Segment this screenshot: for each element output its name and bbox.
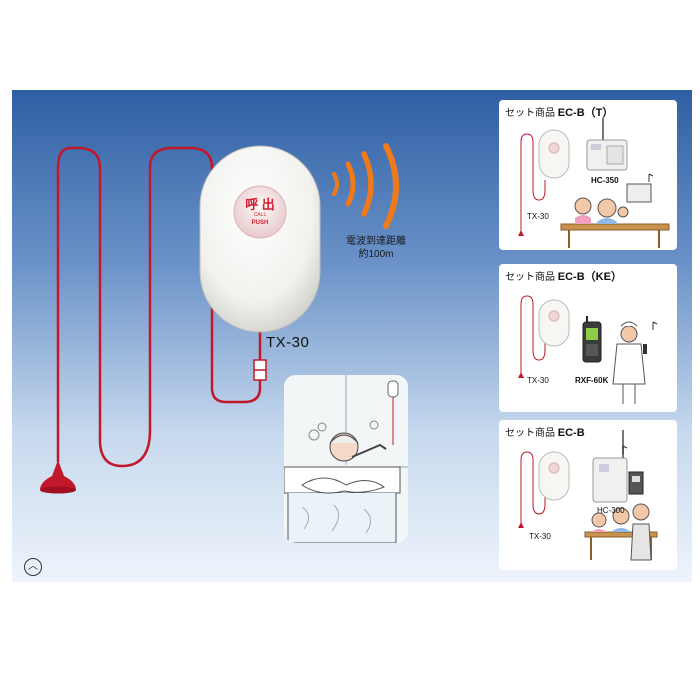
card-title-prefix: セット商品 <box>505 108 558 119</box>
card-title-prefix: セット商品 <box>505 272 558 283</box>
transmitter-label: TX-30 <box>529 532 551 541</box>
scroll-up-button[interactable]: ︿ <box>24 558 42 576</box>
transmitter-device <box>199 145 321 333</box>
product-panel: 呼 出 CALL PUSH TX-30 電波到達距離 約100m ︿ <box>12 90 692 582</box>
button-text-call: CALL <box>253 212 267 218</box>
set-product-card-ec-b[interactable]: セット商品 EC-B HC-300 TX-30 <box>499 420 677 570</box>
button-text-push: PUSH <box>251 220 269 226</box>
receiver-label: HC-300 <box>597 506 625 515</box>
set-product-card-ec-b-t[interactable]: セット商品 EC-B（T） HC-350 TX-30 <box>499 100 677 250</box>
chevron-up-icon: ︿ <box>28 561 38 572</box>
receiver-label: HC-350 <box>591 176 619 185</box>
radio-wave-2 <box>345 161 356 207</box>
card-title: セット商品 EC-B（T） <box>505 104 613 120</box>
range-line-2: 約100m <box>358 249 394 260</box>
radio-wave-4 <box>383 143 399 229</box>
bath-usage-illustration <box>284 375 408 543</box>
receiver-label: RXF-60K <box>575 376 609 385</box>
pull-cord <box>56 146 262 468</box>
card-title-prefix: セット商品 <box>505 428 558 439</box>
main-product-illustration <box>40 143 399 494</box>
card-title: セット商品 EC-B（KE） <box>505 268 622 284</box>
device-model-label: TX-30 <box>266 334 310 351</box>
range-line-1: 電波到達距離 <box>346 236 406 247</box>
cord-weight <box>40 460 76 490</box>
radio-range-text: 電波到達距離 約100m <box>328 235 424 261</box>
transmitter-label: TX-30 <box>527 376 549 385</box>
button-text-top: 呼 出 <box>245 197 275 212</box>
transmitter-label: TX-30 <box>527 212 549 221</box>
call-push-button <box>233 185 287 239</box>
radio-wave-1 <box>332 172 339 196</box>
card-title: セット商品 EC-B <box>505 424 585 439</box>
card-title-code: EC-B <box>557 427 585 439</box>
card-title-code: EC-B（T） <box>557 107 614 119</box>
set-product-card-ec-b-ke[interactable]: セット商品 EC-B（KE） RXF-60K TX-30 <box>499 264 677 412</box>
card-title-code: EC-B（KE） <box>557 271 622 283</box>
radio-wave-3 <box>361 151 374 217</box>
